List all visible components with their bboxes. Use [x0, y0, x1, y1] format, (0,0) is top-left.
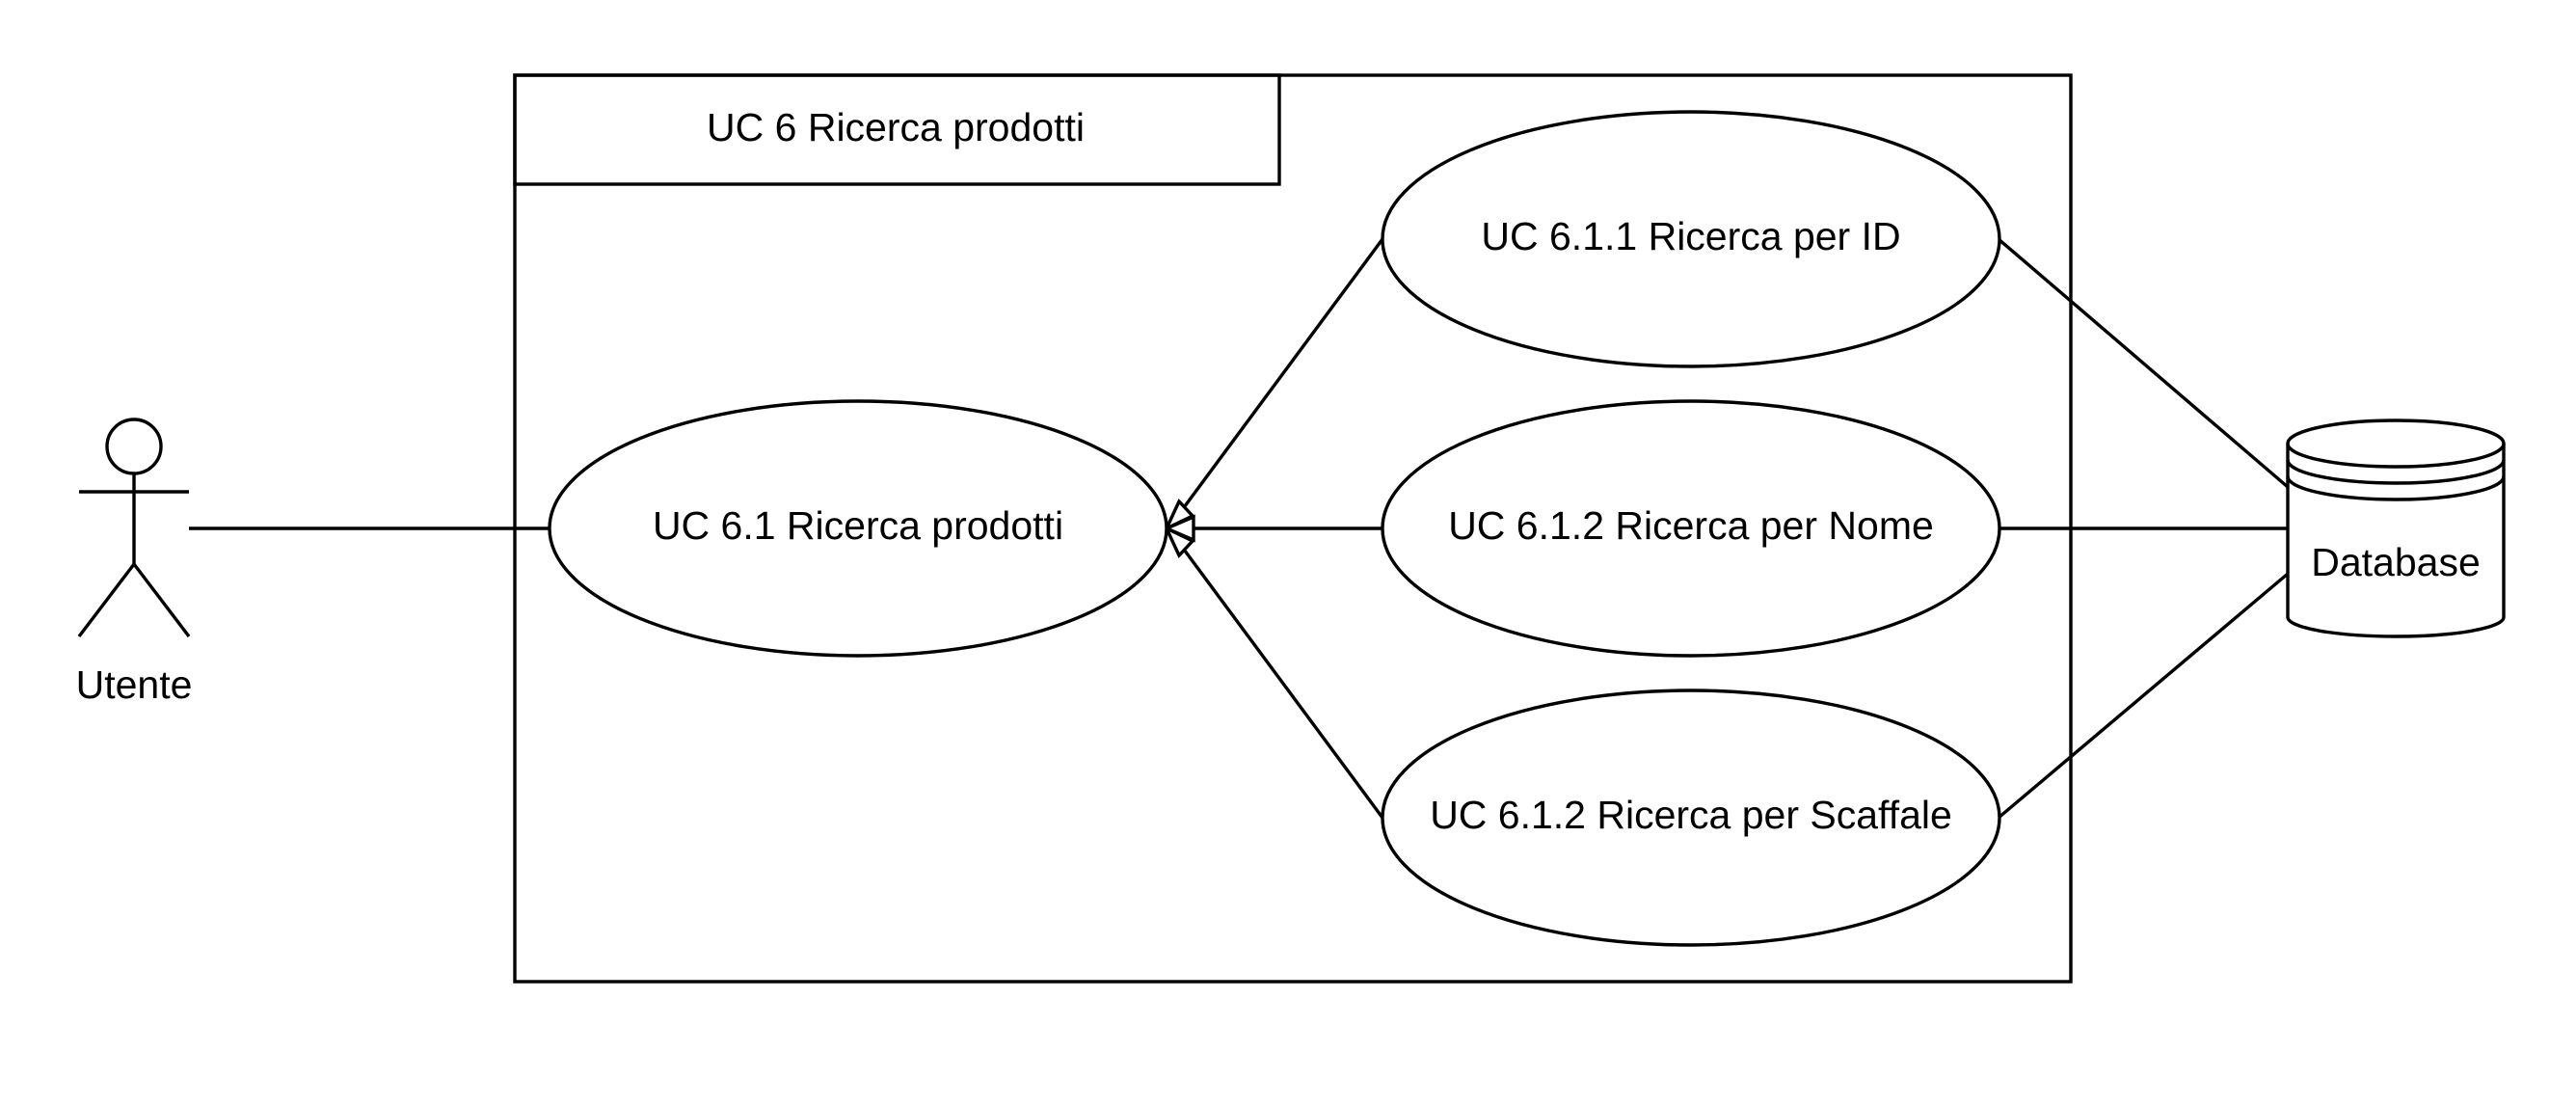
actor-left-leg	[77, 562, 136, 638]
use-case-uc612-nome: UC 6.1.2 Ricerca per Nome	[1381, 399, 2001, 658]
association-uc611-database	[1997, 237, 2290, 489]
use-case-label: UC 6.1.2 Ricerca per Scaffale	[1430, 793, 1952, 837]
actor-label: Utente	[76, 662, 193, 707]
use-case-uc61: UC 6.1 Ricerca prodotti	[548, 399, 1168, 658]
generalization-uc611-uc61	[1177, 237, 1384, 516]
database-cylinder: Database	[2286, 418, 2506, 638]
generalization-uc612b-uc61	[1177, 541, 1384, 820]
use-case-label: UC 6.1.1 Ricerca per ID	[1481, 214, 1900, 258]
database-top	[2286, 418, 2506, 469]
actor-right-leg	[132, 562, 191, 638]
actor-utente: Utente	[76, 418, 193, 707]
database-ring	[2286, 475, 2506, 501]
database-ring	[2286, 459, 2506, 485]
database-body	[2286, 444, 2506, 638]
use-case-uc611: UC 6.1.1 Ricerca per ID	[1381, 110, 2001, 368]
association-uc612b-database	[1997, 572, 2290, 820]
actor-head	[105, 418, 163, 475]
system-boundary: UC 6 Ricerca prodotti	[513, 73, 2073, 984]
system-boundary-title: UC 6 Ricerca prodotti	[707, 105, 1085, 149]
use-case-label: UC 6.1 Ricerca prodotti	[653, 503, 1063, 548]
database-label: Database	[2311, 540, 2481, 584]
use-case-label: UC 6.1.2 Ricerca per Nome	[1448, 503, 1934, 548]
generalization-arrowhead	[1163, 525, 1195, 559]
system-boundary-title-box	[513, 73, 1281, 186]
use-case-uc612-scaffale: UC 6.1.2 Ricerca per Scaffale	[1381, 688, 2001, 947]
